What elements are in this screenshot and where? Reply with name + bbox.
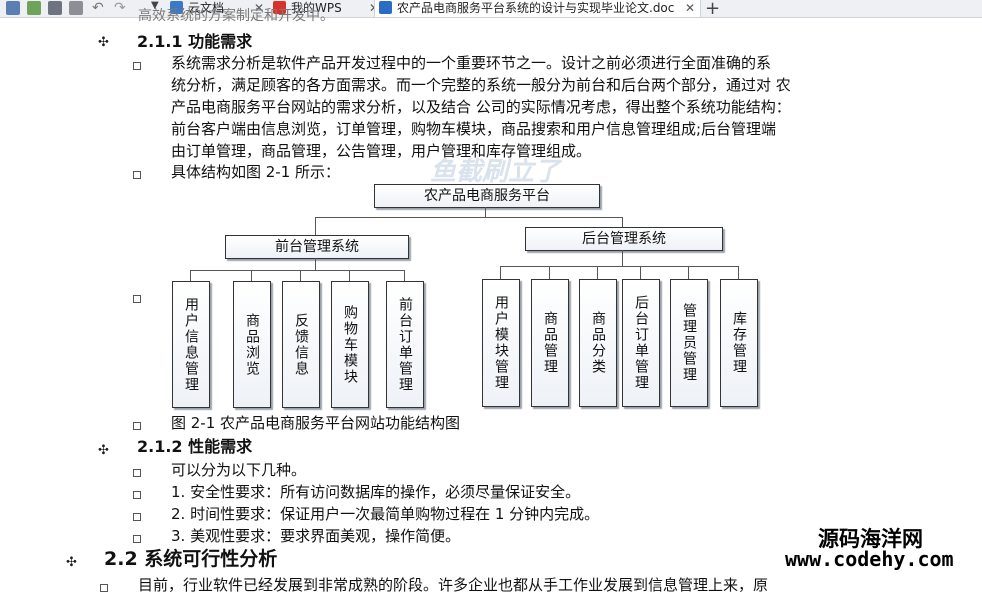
paragraph-line: 具体结构如图 2-1 所示：	[171, 163, 341, 181]
paragraph-line: 前台客户端由信息浏览，订单管理，购物车模块，商品搜索和用户信息管理组成;后台管理…	[171, 120, 777, 138]
new-tab-icon[interactable]: +	[705, 0, 721, 19]
paragraph-line: 目前，行业软件已经发展到非常成熟的阶段。许多企业也都从手工作业发展到信息管理上来…	[138, 576, 769, 594]
paragraph-line: 产品电商服务平台网站的需求分析，以及结合 公司的实际情况考虑，得出整个系统功能结…	[171, 98, 791, 116]
connector	[500, 266, 501, 279]
diagram-item-back: 商品分类	[579, 279, 617, 407]
section-heading-2-1-1: 2.1.1 功能需求	[137, 32, 253, 51]
diagram-front-box: 前台管理系统	[225, 235, 409, 259]
list-bullet-icon	[133, 513, 141, 521]
figure-caption: 图 2-1 农产品电商服务平台网站功能结构图	[171, 414, 461, 432]
diagram-item-back: 后台订单管理	[622, 279, 660, 407]
diagram-item-back: 商品管理	[531, 279, 569, 407]
diagram-item-front: 用户信息管理	[172, 281, 210, 408]
export-pdf-icon[interactable]	[27, 1, 41, 15]
connector	[500, 266, 738, 267]
connector	[485, 207, 486, 217]
connector	[190, 270, 404, 271]
redo-icon[interactable]: ↷	[114, 0, 126, 16]
list-bullet-icon	[133, 62, 141, 70]
paragraph-line: 2. 时间性要求：保证用户一次最简单购物过程在 1 分钟内完成。	[171, 505, 600, 523]
paragraph-line: 1. 安全性要求：所有访问数据库的操作，必须尽量保证安全。	[171, 483, 581, 501]
undo-icon[interactable]: ↶	[92, 0, 104, 16]
tab-label: 我的WPS	[291, 1, 342, 15]
site-watermark-url: www.codehy.com	[785, 547, 954, 571]
diagram-back-box: 后台管理系统	[525, 227, 723, 251]
diagram-item-front: 商品浏览	[233, 281, 271, 408]
connector	[549, 266, 550, 279]
connector	[315, 217, 622, 218]
document-page[interactable]: 高效系统的方案制定和开发中。 ✣ 2.1.1 功能需求 系统需求分析是软件产品开…	[0, 8, 982, 594]
close-icon[interactable]: ✕	[685, 1, 696, 15]
paragraph-line: 由订单管理，商品管理，公告管理，用户管理和库存管理组成。	[171, 142, 592, 160]
tab-current-document[interactable]: 农产品电商服务平台系统的设计与实现毕业论文.doc ✕	[374, 0, 701, 17]
diagram-item-back: 管理员管理	[670, 279, 708, 407]
connector	[622, 250, 623, 266]
list-bullet-icon	[133, 422, 141, 430]
tab-label: 云文档	[188, 1, 225, 15]
diagram-item-front: 反馈信息	[282, 281, 320, 408]
print-preview-icon[interactable]	[69, 1, 83, 15]
connector	[300, 270, 301, 281]
connector	[688, 266, 689, 279]
diagram-item-back: 库存管理	[720, 279, 758, 407]
connector	[315, 258, 316, 270]
diagram-item-back: 用户模块管理	[482, 279, 520, 407]
cloud-doc-icon	[170, 1, 183, 14]
paragraph-line: 统分析，满足顾客的各方面需求。而一个完整的系统一般分为前台和后台两个部分，通过对…	[171, 76, 791, 94]
connector	[404, 270, 405, 281]
connector	[251, 270, 252, 281]
tab-cloud-docs[interactable]: 云文档 ✕	[170, 0, 270, 17]
doc-icon	[379, 1, 392, 14]
paragraph-line: 可以分为以下几种。	[171, 461, 307, 479]
site-watermark: 源码海洋网	[818, 527, 923, 551]
paragraph-line: 3. 美观性要求：要求界面美观，操作简便。	[171, 527, 461, 545]
connector	[640, 266, 641, 279]
heading-marker-icon: ✣	[66, 555, 77, 570]
connector	[597, 266, 598, 279]
ghost-watermark: 鱼截刷立了	[430, 157, 561, 187]
paragraph-line: 系统需求分析是软件产品开发过程中的一个重要环节之一。设计之前必须进行全面准确的系	[171, 54, 772, 72]
quick-access-dropdown-icon[interactable]: ▼	[151, 0, 159, 11]
diagram-item-front: 前台订单管理	[386, 281, 424, 408]
list-bullet-icon	[133, 535, 141, 543]
previous-paragraph-tail: 高效系统的方案制定和开发中。	[138, 8, 334, 24]
list-bullet-icon	[133, 491, 141, 499]
print-icon[interactable]	[48, 1, 62, 15]
section-heading-2-1-2: 2.1.2 性能需求	[137, 437, 253, 456]
connector	[315, 217, 316, 235]
list-bullet-icon	[133, 171, 141, 179]
tab-label: 农产品电商服务平台系统的设计与实现毕业论文.doc	[397, 1, 675, 15]
list-bullet-icon	[133, 469, 141, 477]
heading-marker-icon: ✣	[98, 35, 109, 50]
connector	[622, 217, 623, 227]
title-tab-bar: ↶ ↷ ▼ 云文档 ✕ 我的WPS ✕ 农产品电商服务平台系统的设计与实现毕业论…	[0, 0, 982, 19]
list-bullet-icon	[100, 584, 108, 592]
connector	[349, 270, 350, 281]
save-icon[interactable]	[6, 1, 20, 15]
heading-marker-icon: ✣	[98, 443, 109, 458]
diagram-item-front: 购物车模块	[331, 281, 369, 408]
diagram-root-box: 农产品电商服务平台	[374, 184, 600, 208]
close-icon[interactable]: ✕	[254, 1, 265, 15]
connector	[738, 266, 739, 279]
connector	[190, 270, 191, 281]
list-bullet-icon	[133, 295, 141, 303]
section-heading-2-2: 2.2 系统可行性分析	[104, 548, 278, 570]
wps-icon	[273, 1, 286, 14]
